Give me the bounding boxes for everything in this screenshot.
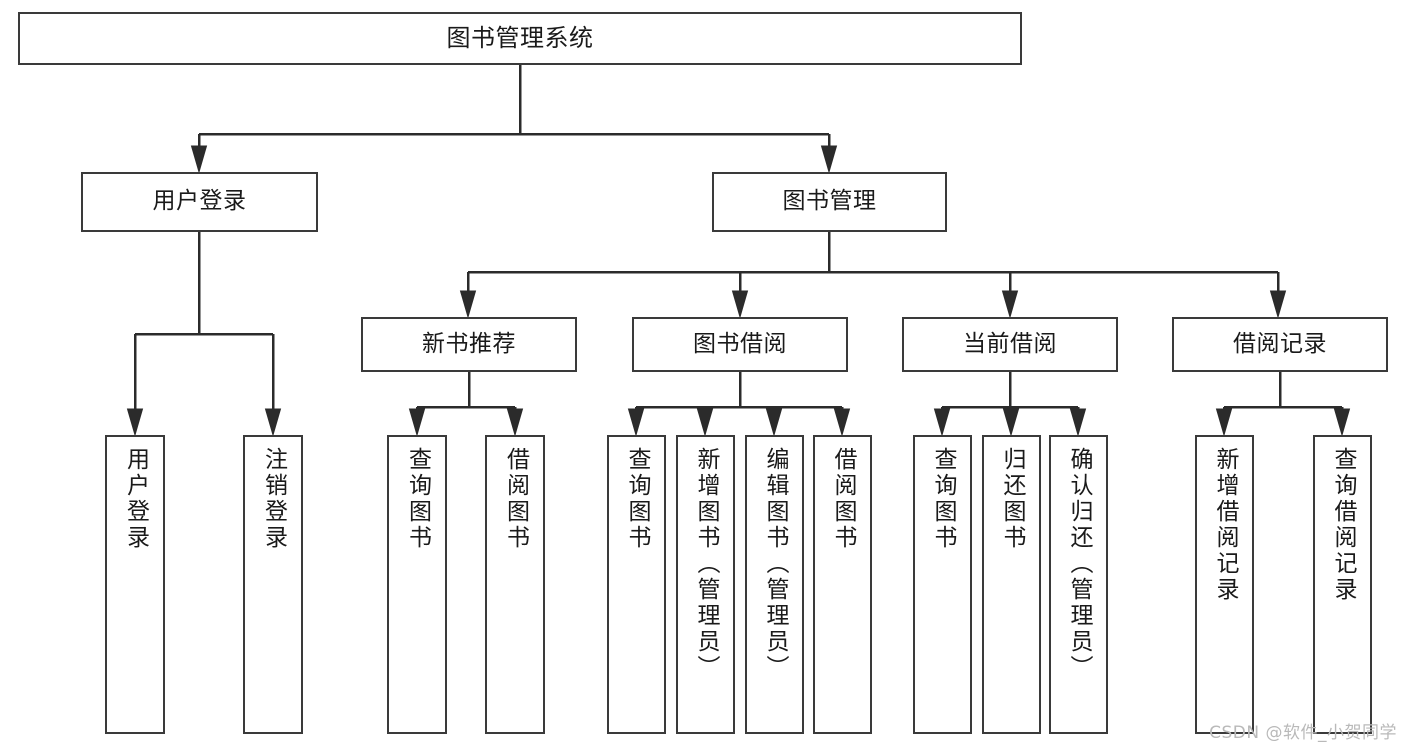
node-user-login[interactable]: 用户登录 — [81, 172, 318, 232]
node-label-book-management: 图书管理 — [782, 188, 877, 215]
node-label-leaf-query-book-recommend: 查询图书 — [404, 447, 431, 551]
node-leaf-borrow-book[interactable]: 借阅图书 — [813, 435, 872, 734]
arrow-leaf-borrow-book — [833, 408, 851, 437]
arrow-leaf-logout-login — [264, 408, 282, 437]
node-leaf-logout-login[interactable]: 注销登录 — [243, 435, 303, 734]
arrow-leaf-query-book-recommend — [408, 408, 426, 437]
node-leaf-user-login[interactable]: 用户登录 — [105, 435, 165, 734]
node-leaf-query-book-current[interactable]: 查询图书 — [913, 435, 972, 734]
node-label-leaf-add-book: 新增图书（管理员） — [693, 447, 719, 681]
watermark-text: CSDN @软件_小贺同学 — [1209, 723, 1397, 743]
node-label-leaf-confirm-return: 确认归还（管理员） — [1066, 447, 1092, 681]
node-root[interactable]: 图书管理系统 — [18, 12, 1022, 65]
node-label-book-borrow: 图书借阅 — [693, 330, 787, 357]
node-label-user-login: 用户登录 — [152, 188, 247, 215]
node-leaf-query-book-borrow[interactable]: 查询图书 — [607, 435, 666, 734]
node-label-leaf-query-book-borrow: 查询图书 — [624, 447, 650, 551]
arrow-leaf-query-borrow-record — [1333, 408, 1351, 437]
arrow-leaf-query-book-current — [933, 408, 951, 437]
arrow-leaf-user-login — [126, 408, 144, 437]
arrow-current-borrow — [1001, 290, 1019, 319]
arrow-leaf-query-book-borrow — [627, 408, 645, 437]
arrow-leaf-add-book — [696, 408, 714, 437]
node-label-leaf-query-book-current: 查询图书 — [930, 447, 956, 551]
node-label-leaf-query-borrow-record: 查询借阅记录 — [1330, 447, 1356, 603]
node-current-borrow[interactable]: 当前借阅 — [902, 317, 1118, 372]
node-leaf-query-borrow-record[interactable]: 查询借阅记录 — [1313, 435, 1372, 734]
arrow-book-borrow — [731, 290, 749, 319]
arrow-leaf-edit-book — [765, 408, 783, 437]
node-label-current-borrow: 当前借阅 — [963, 330, 1057, 357]
arrow-leaf-confirm-return — [1069, 408, 1087, 437]
arrow-leaf-add-borrow-record — [1215, 408, 1233, 437]
node-label-root: 图书管理系统 — [446, 24, 594, 53]
node-leaf-add-book[interactable]: 新增图书（管理员） — [676, 435, 735, 734]
node-label-leaf-edit-book: 编辑图书（管理员） — [762, 447, 788, 681]
node-label-leaf-add-borrow-record: 新增借阅记录 — [1212, 447, 1238, 603]
node-leaf-add-borrow-record[interactable]: 新增借阅记录 — [1195, 435, 1254, 734]
node-label-leaf-return-book: 归还图书 — [999, 447, 1025, 551]
node-label-leaf-logout-login: 注销登录 — [260, 447, 287, 551]
node-leaf-query-book-recommend[interactable]: 查询图书 — [387, 435, 447, 734]
arrow-borrow-record — [1269, 290, 1287, 319]
node-leaf-borrow-book-recommend[interactable]: 借阅图书 — [485, 435, 545, 734]
node-book-borrow[interactable]: 图书借阅 — [632, 317, 848, 372]
node-leaf-return-book[interactable]: 归还图书 — [982, 435, 1041, 734]
node-borrow-record[interactable]: 借阅记录 — [1172, 317, 1388, 372]
arrow-new-book-recommend — [459, 290, 477, 319]
arrow-leaf-return-book — [1002, 408, 1020, 437]
node-label-leaf-borrow-book: 借阅图书 — [830, 447, 856, 551]
node-leaf-confirm-return[interactable]: 确认归还（管理员） — [1049, 435, 1108, 734]
node-label-borrow-record: 借阅记录 — [1233, 330, 1327, 357]
arrow-leaf-borrow-book-recommend — [506, 408, 524, 437]
node-new-book-recommend[interactable]: 新书推荐 — [361, 317, 577, 372]
node-leaf-edit-book[interactable]: 编辑图书（管理员） — [745, 435, 804, 734]
node-label-new-book-recommend: 新书推荐 — [422, 330, 516, 357]
node-label-leaf-borrow-book-recommend: 借阅图书 — [502, 447, 529, 551]
arrow-user-login — [190, 145, 208, 174]
node-book-management[interactable]: 图书管理 — [712, 172, 947, 232]
arrow-book-management — [820, 145, 838, 174]
node-label-leaf-user-login: 用户登录 — [122, 447, 149, 551]
